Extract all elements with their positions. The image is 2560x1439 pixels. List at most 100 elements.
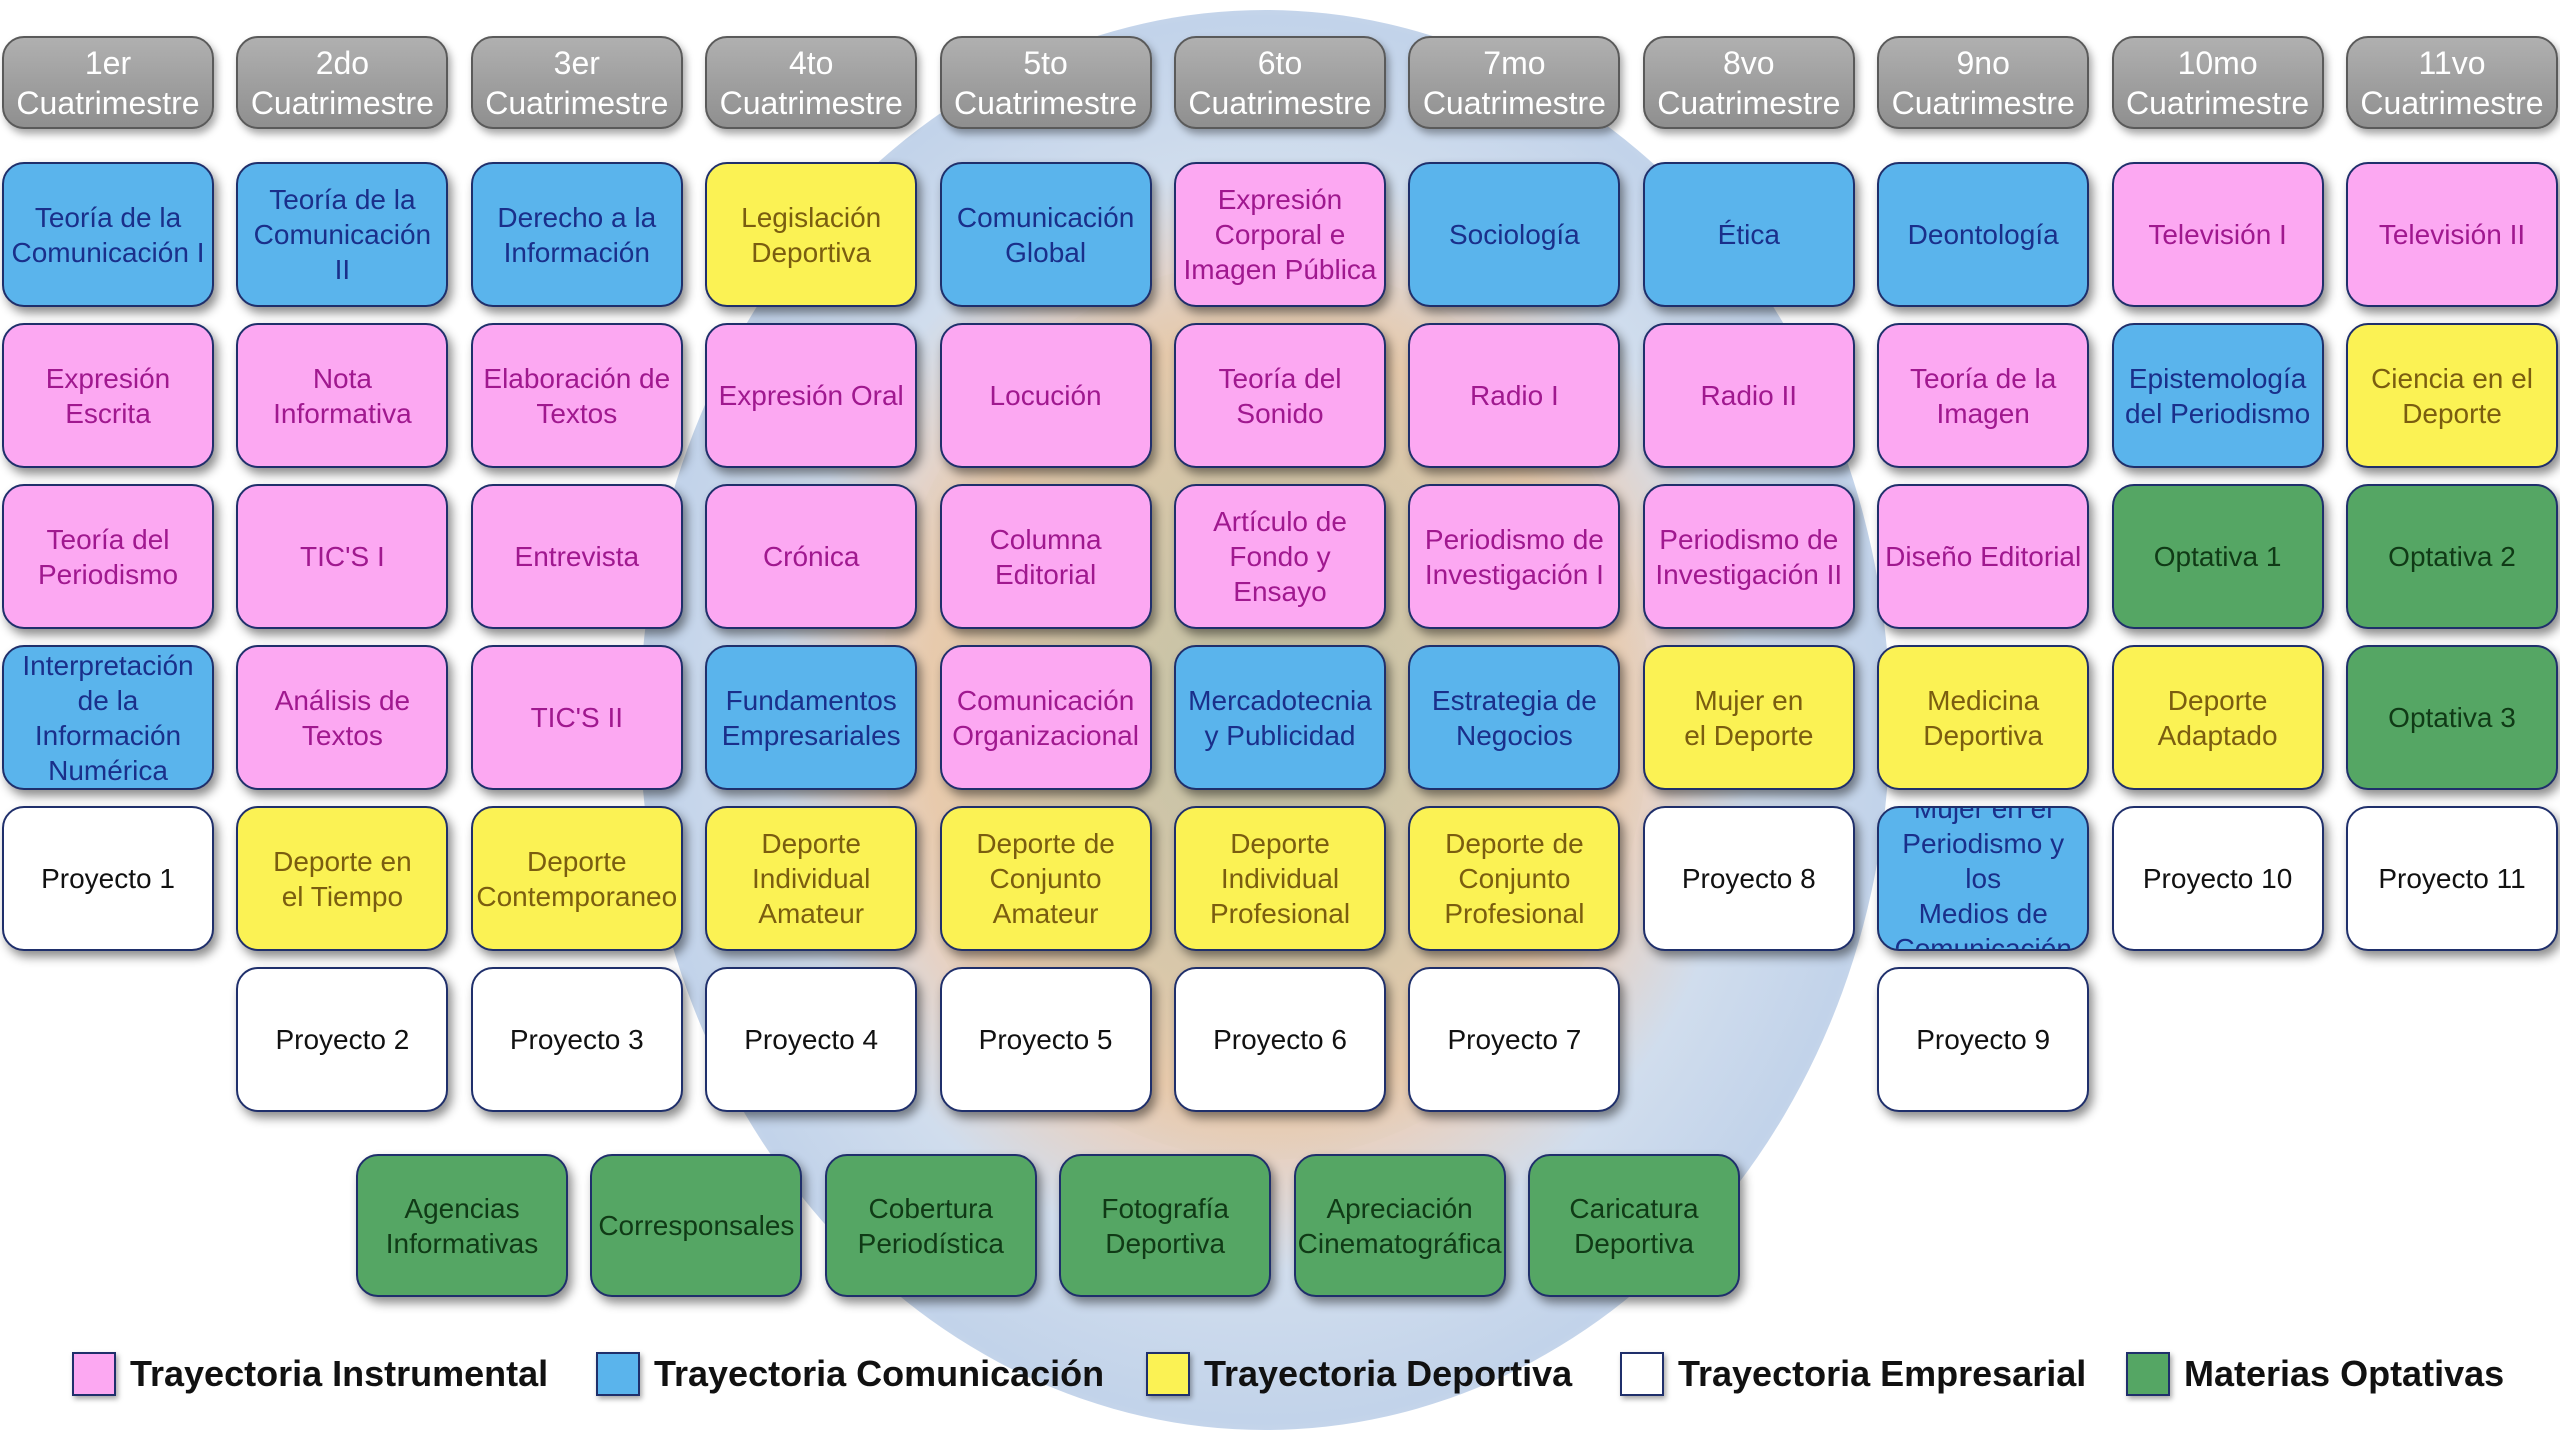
course-card: Proyecto 9: [1877, 967, 2090, 1112]
course-name-line: Global: [1005, 236, 1087, 268]
course-card: Proyecto 6: [1174, 967, 1386, 1112]
legend-label: Trayectoria Empresarial: [1678, 1353, 2087, 1394]
course-name-line: Sonido: [1236, 397, 1324, 429]
course-card: Deontología: [1877, 162, 2090, 307]
course-card: Proyecto 11: [2346, 806, 2558, 951]
elective-name-line: Deportiva: [1105, 1227, 1226, 1259]
course-name-line: Radio II: [1700, 380, 1798, 411]
semester-header-text-line: 6to: [1257, 44, 1303, 81]
course-name-line: Textos: [536, 397, 618, 429]
course-name-line: el Deporte: [1684, 719, 1814, 751]
course-name-line: Proyecto 5: [978, 1024, 1113, 1055]
course-name-line: Optativa 2: [2388, 541, 2516, 572]
elective-name-line: Apreciación: [1326, 1192, 1473, 1224]
course-name-line: Comunicación: [956, 201, 1135, 233]
course-name-line: Adaptado: [2157, 719, 2278, 751]
course-name-line: Periodismo: [37, 558, 179, 590]
course-name-line: Comunicación: [1894, 933, 2072, 951]
course-name-line: Proyecto 2: [275, 1024, 410, 1055]
semester-header-text-line: Cuatrimestre: [1891, 84, 2075, 121]
course-name-line: Deporte en: [273, 845, 412, 877]
course-name-line: Legislación: [741, 201, 882, 233]
course-name-line: Periodismo de: [1659, 523, 1839, 555]
course-card: Proyecto 10: [2111, 806, 2324, 951]
course-card: Optativa 3: [2346, 645, 2558, 790]
course-card: Locución: [939, 323, 1152, 468]
course-name-line: Mujer en: [1694, 684, 1804, 716]
semester-header-text-line: 10mo: [2177, 44, 2258, 81]
semester-header-text-line: Cuatrimestre: [16, 84, 200, 121]
course-name-line: Deportiva: [751, 236, 872, 268]
course-name-line: Teoría del: [46, 523, 170, 555]
legend-label: Trayectoria Instrumental: [130, 1353, 549, 1394]
course-name-line: Negocios: [1456, 719, 1573, 751]
course-name-line: del Periodismo: [2124, 397, 2311, 429]
course-card: Ética: [1642, 162, 1855, 307]
course-name-line: Investigación I: [1424, 558, 1604, 590]
course-name-line: Ensayo: [1233, 576, 1327, 607]
course-name-line: Optativa 3: [2388, 702, 2516, 733]
course-name-line: Fundamentos: [725, 684, 897, 716]
course-name-line: Deporte: [1230, 828, 1330, 859]
elective-name-line: Corresponsales: [598, 1210, 795, 1241]
course-name-line: Interpretación: [22, 649, 194, 681]
semester-header-text-line: Cuatrimestre: [719, 84, 903, 121]
course-name-line: Proyecto 10: [2142, 863, 2293, 894]
course-name-line: Amateur: [758, 898, 865, 929]
course-name-line: Imagen: [1936, 397, 2030, 429]
course-name-line: Teoría de la: [269, 184, 416, 215]
course-name-line: Deporte de: [976, 828, 1115, 859]
semester-header-text-line: Cuatrimestre: [1657, 84, 1841, 121]
course-name-line: Comunicación: [956, 684, 1135, 716]
course-name-line: Derecho a la: [497, 201, 657, 233]
course-name-line: Epistemología: [2128, 362, 2307, 394]
course-card: Optativa 2: [2346, 484, 2558, 629]
course-name-line: Escrita: [65, 397, 151, 429]
course-name-line: Proyecto 4: [744, 1024, 879, 1055]
course-name-line: Crónica: [762, 541, 860, 572]
course-card: Sociología: [1408, 162, 1621, 307]
course-name-line: Deporte: [761, 828, 861, 859]
semester-header-text-line: 4to: [788, 44, 834, 81]
course-name-line: Proyecto 6: [1213, 1024, 1347, 1055]
semester-header-text-line: 11vo: [2418, 44, 2486, 81]
semester-header-text-line: 1er: [84, 44, 132, 81]
course-card: TIC'S I: [236, 484, 449, 629]
semester-header-text-line: 9no: [1956, 44, 2010, 81]
course-name-line: Editorial: [995, 558, 1097, 590]
legend-swatch: [596, 1352, 640, 1396]
legend-swatch: [72, 1352, 116, 1396]
course-name-line: Ciencia en el: [2371, 362, 2533, 394]
course-name-line: Proyecto 11: [2378, 863, 2526, 894]
course-name-line: Sociología: [1449, 219, 1580, 250]
course-card: Diseño Editorial: [1877, 484, 2090, 629]
course-card: Proyecto 1: [2, 806, 214, 951]
course-name-line: Entrevista: [514, 541, 640, 572]
course-card: Proyecto 8: [1642, 806, 1855, 951]
semester-header-text-line: 7mo: [1483, 44, 1546, 81]
course-name-line: de la: [77, 684, 139, 716]
elective-name-line: Cobertura: [868, 1192, 994, 1224]
elective-name-line: Caricatura: [1569, 1192, 1699, 1224]
course-name-line: Deporte: [526, 845, 627, 877]
course-name-line: Proyecto 9: [1916, 1024, 2051, 1055]
course-name-line: Optativa 1: [2153, 541, 2282, 572]
course-card: Crónica: [705, 484, 918, 629]
